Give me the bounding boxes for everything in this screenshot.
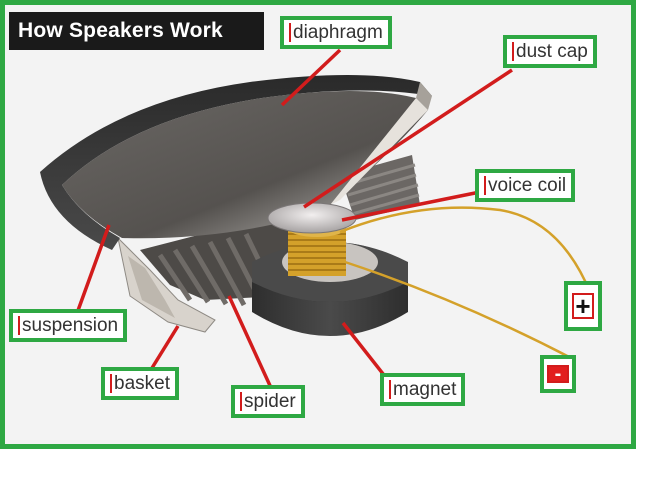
positive-terminal-label: + — [564, 281, 602, 331]
title-banner — [9, 12, 264, 50]
label-diaphragm: diaphragm — [280, 16, 392, 49]
label-dust-cap-text: dust cap — [512, 42, 588, 61]
label-suspension: suspension — [9, 309, 128, 342]
basket-shape — [117, 236, 216, 333]
lead-wire — [339, 206, 592, 293]
label-dust-cap: dust cap — [503, 35, 597, 68]
negative-terminal-label: - — [540, 355, 576, 393]
label-voice-coil: voice coil — [475, 169, 576, 202]
label-basket-text: basket — [110, 374, 170, 393]
diaphragm-shape — [62, 91, 428, 239]
label-magnet: magnet — [380, 373, 466, 406]
label-magnet-text: magnet — [389, 380, 456, 399]
label-spider: spider — [231, 385, 305, 418]
minus-sign: - — [547, 363, 569, 385]
dust-cap-shape — [267, 202, 357, 234]
label-suspension-text: suspension — [18, 316, 118, 335]
label-voice-coil-text: voice coil — [484, 176, 566, 195]
plus-sign: + — [572, 291, 594, 321]
label-spider-text: spider — [240, 392, 296, 411]
pointer-lines — [74, 48, 513, 391]
lead-wire — [344, 260, 576, 362]
suspension-rim-shape — [40, 75, 432, 250]
label-diaphragm-text: diaphragm — [289, 23, 383, 42]
page-title: How Speakers Work — [18, 19, 223, 42]
label-basket: basket — [101, 367, 179, 400]
